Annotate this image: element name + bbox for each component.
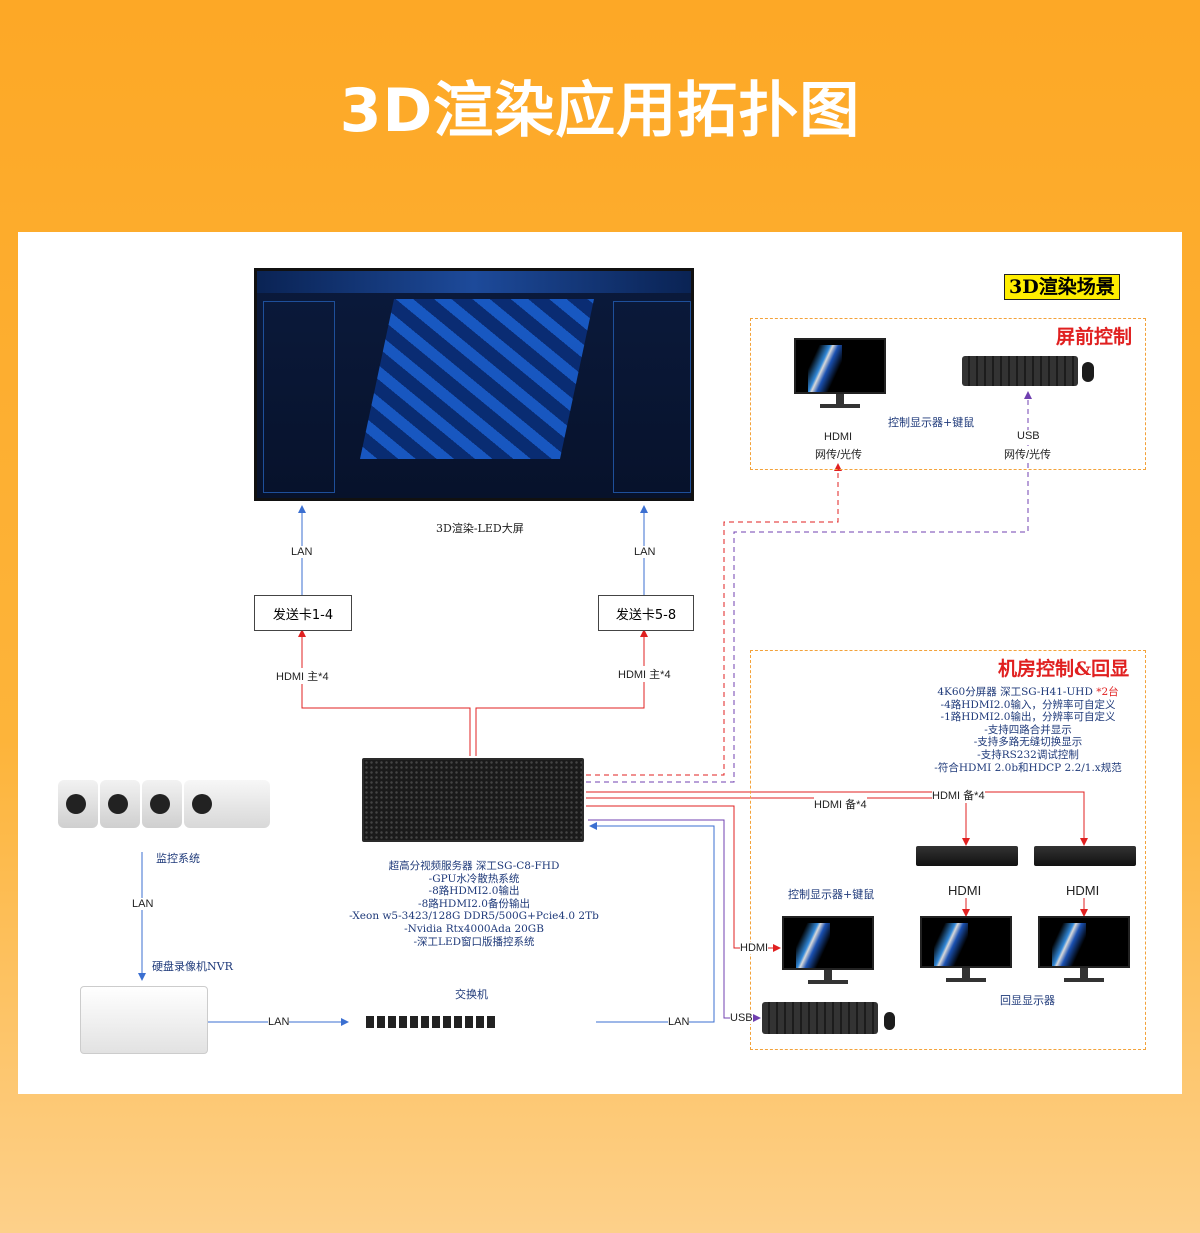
hdmi-main-label-2: HDMI 主*4	[618, 666, 671, 682]
server-spec-line-5: -Nvidia Rtx4000Ada 20GB	[404, 922, 544, 935]
page-title: 3D渲染应用拓扑图	[339, 76, 861, 146]
hdmi-backup-label-2: HDMI 备*4	[932, 787, 985, 803]
front-hdmi-label: HDMI	[824, 431, 853, 443]
connection-lines	[138, 391, 1088, 1026]
lan-nvr-label: LAN	[268, 1016, 290, 1028]
lan-camera-label: LAN	[132, 898, 154, 910]
sender-card-1: 发送卡1-4	[254, 595, 352, 631]
room-keyboard	[762, 1002, 878, 1034]
hdmi-front-dashed	[586, 463, 842, 776]
camera-3	[142, 780, 182, 828]
splitter-out-label-2: HDMI	[1066, 883, 1100, 898]
room-zone-title: 机房控制&回显	[998, 658, 1130, 680]
hdmi-main-card1	[298, 629, 471, 756]
splitter-device-2	[1034, 846, 1136, 866]
camera-4	[184, 780, 270, 828]
server-spec-line-2: -8路HDMI2.0输出	[428, 885, 520, 898]
splitter-spec: 4K60分屏器 深工SG-H41-UHD *2台 -4路HDMI2.0输入，分辨…	[918, 686, 1138, 774]
splitter-spec-line-6: -符合HDMI 2.0b和HDCP 2.2/1.x规范	[934, 761, 1122, 774]
led-wall-city-model	[359, 299, 595, 459]
front-control-zone	[750, 318, 1146, 470]
sender-card-2: 发送卡5-8	[598, 595, 694, 631]
echo-monitor-1	[920, 916, 1012, 984]
splitter-spec-line-3: -支持四路合并显示	[984, 723, 1072, 736]
usb-short-label: USB	[730, 1012, 753, 1024]
front-mouse	[1082, 362, 1094, 382]
led-wall-left-panel	[263, 301, 335, 493]
hdmi-short-label: HDMI	[740, 942, 769, 954]
server-spec-line-3: -8路HDMI2.0备份输出	[418, 897, 530, 910]
lan-label-1: LAN	[291, 546, 313, 558]
splitter-spec-line-1: -4路HDMI2.0输入，分辨率可自定义	[940, 698, 1116, 711]
hdmi-backup-label-1: HDMI 备*4	[814, 796, 867, 812]
hdmi-backup-2	[586, 791, 1088, 846]
server-spec-line-4: -Xeon w5-3423/128G DDR5/500G+Pcie4.0 2Tb	[349, 910, 599, 923]
led-wall-right-panel	[613, 301, 691, 493]
camera-caption: 监控系统	[156, 852, 200, 865]
front-monitor-caption: 控制显示器+键鼠	[888, 416, 975, 429]
video-server	[362, 758, 584, 842]
hdmi-main-card2	[475, 629, 648, 756]
splitter-out-label-1: HDMI	[948, 883, 982, 898]
nvr-caption: 硬盘录像机NVR	[152, 960, 233, 973]
room-control-caption: 控制显示器+键鼠	[788, 888, 875, 901]
echo-monitor-2	[1038, 916, 1130, 984]
front-zone-title: 屏前控制	[1056, 326, 1133, 348]
room-control-monitor	[782, 916, 874, 986]
switch-caption: 交换机	[455, 988, 488, 1001]
led-caption: 3D渲染-LED大屏	[436, 522, 524, 535]
lan-switch-server	[589, 822, 715, 1023]
hdmi-main-label-1: HDMI 主*4	[276, 668, 329, 684]
front-hdmi-sub: 网传/光传	[815, 446, 863, 462]
server-spec-line-1: -GPU水冷散热系统	[428, 872, 520, 885]
front-keyboard	[962, 356, 1078, 386]
network-switch	[352, 1006, 596, 1038]
splitter-spec-line-2: -1路HDMI2.0输出，分辨率可自定义	[940, 711, 1116, 724]
camera-cluster	[58, 776, 270, 830]
scene-tag: 3D渲染场景	[1004, 274, 1120, 300]
usb-front-dashed	[586, 391, 1032, 783]
server-spec-line-0: 超高分视频服务器 深工SG-C8-FHD	[388, 860, 560, 872]
server-spec: 超高分视频服务器 深工SG-C8-FHD -GPU水冷散热系统 -8路HDMI2…	[334, 860, 614, 948]
led-wall-header-bar	[257, 271, 691, 293]
led-wall-screen	[254, 268, 694, 501]
splitter-spec-line-0: 4K60分屏器 深工SG-H41-UHD *2台	[937, 686, 1119, 698]
nvr-device	[80, 986, 208, 1054]
front-usb-sub: 网传/光传	[1004, 446, 1052, 462]
lan-label-2: LAN	[634, 546, 656, 558]
diagram-canvas: 3D渲染-LED大屏 LAN LAN HDMI 主*4 HDMI 主*4 发送卡…	[18, 232, 1182, 1094]
front-monitor	[794, 338, 886, 408]
camera-1	[58, 780, 98, 828]
room-control-zone	[750, 650, 1146, 1050]
echo-caption: 回显显示器	[1000, 994, 1055, 1007]
camera-2	[100, 780, 140, 828]
lan-switch-label: LAN	[668, 1016, 690, 1028]
splitter-qty: *2台	[1096, 686, 1119, 698]
server-spec-line-6: -深工LED窗口版播控系统	[413, 935, 535, 948]
room-mouse	[884, 1012, 895, 1030]
splitter-spec-line-4: -支持多路无缝切换显示	[973, 736, 1083, 749]
splitter-device-1	[916, 846, 1018, 866]
splitter-spec-line-5: -支持RS232调试控制	[977, 748, 1079, 761]
front-usb-label: USB	[1017, 430, 1040, 442]
